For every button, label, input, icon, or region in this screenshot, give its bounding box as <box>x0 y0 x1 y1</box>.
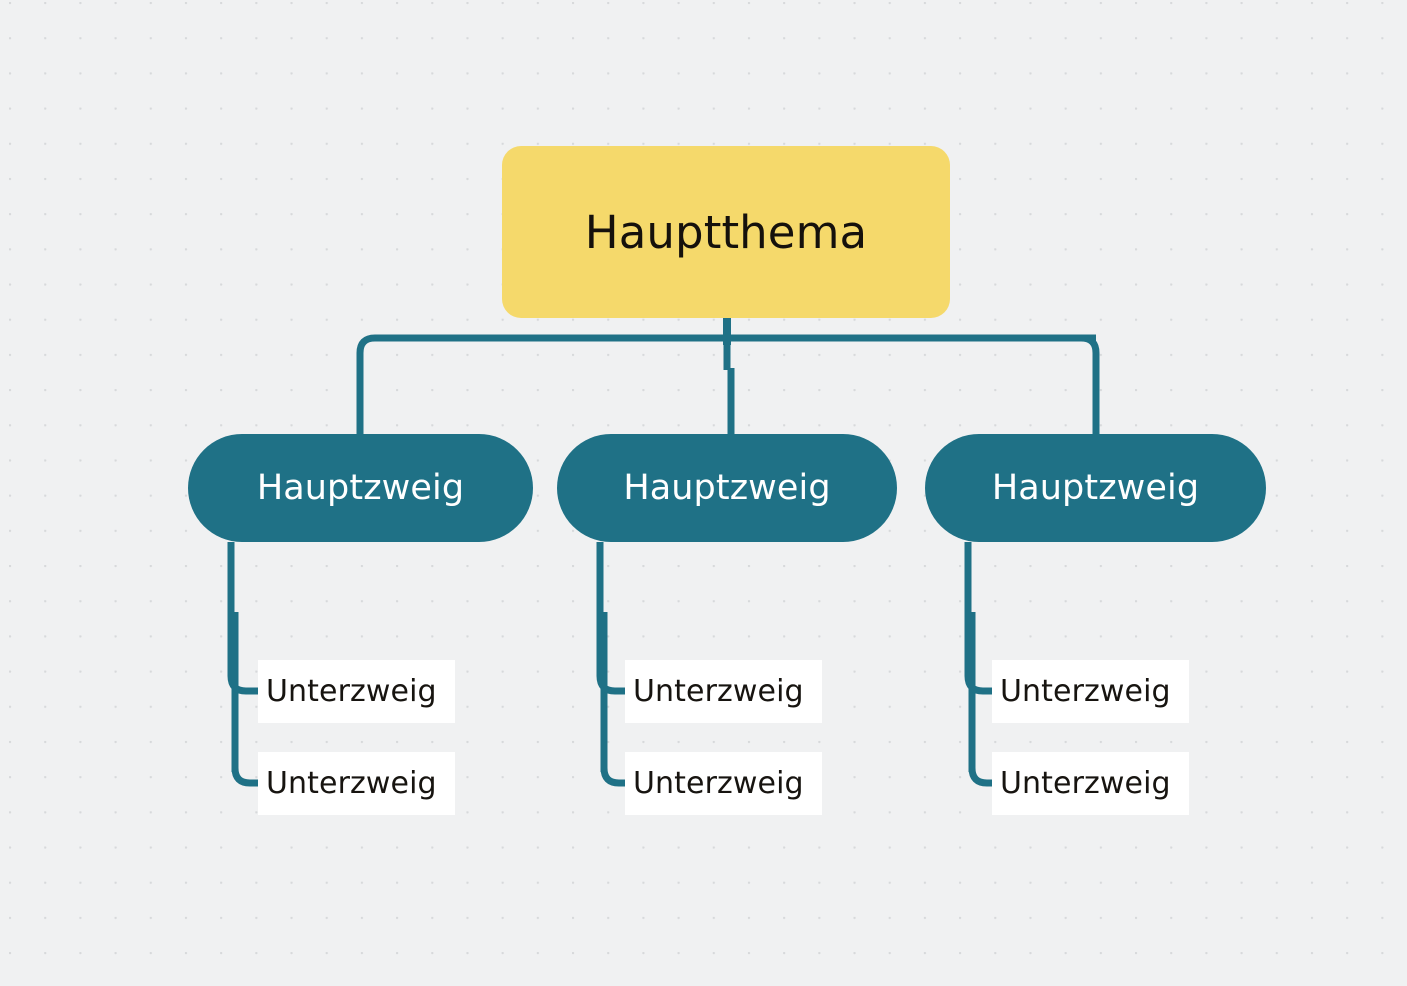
leaf-node-1-1-label: Unterzweig <box>266 674 437 709</box>
branch-node-3-label: Hauptzweig <box>991 468 1200 508</box>
leaf-node-3-2-label: Unterzweig <box>1000 766 1171 801</box>
branch-node-2[interactable]: Hauptzweig <box>557 434 897 542</box>
connector-b1-leaf-1 <box>227 616 258 695</box>
connector-b1-leaf-2 <box>231 700 258 787</box>
leaf-node-1-2-label: Unterzweig <box>266 766 437 801</box>
leaf-node-1-1[interactable]: Unterzweig <box>258 660 455 723</box>
leaf-node-1-2[interactable]: Unterzweig <box>258 752 455 815</box>
leaf-node-2-2-label: Unterzweig <box>633 766 804 801</box>
connector-b2-leaf-2 <box>600 700 625 787</box>
connector-b2-leaf-1 <box>596 616 625 695</box>
leaf-node-3-2[interactable]: Unterzweig <box>992 752 1189 815</box>
branch-node-1[interactable]: Hauptzweig <box>188 434 533 542</box>
branch-node-1-label: Hauptzweig <box>256 468 465 508</box>
leaf-node-2-2[interactable]: Unterzweig <box>625 752 822 815</box>
root-node-label: Hauptthema <box>584 205 868 259</box>
connector-bus-left <box>356 334 1096 434</box>
leaf-node-3-1[interactable]: Unterzweig <box>992 660 1189 723</box>
leaf-node-2-1[interactable]: Unterzweig <box>625 660 822 723</box>
leaf-node-2-1-label: Unterzweig <box>633 674 804 709</box>
root-node[interactable]: Hauptthema <box>502 146 950 318</box>
leaf-node-3-1-label: Unterzweig <box>1000 674 1171 709</box>
connector-b3-leaf-1 <box>964 616 992 695</box>
connector-bus-right <box>727 334 1100 434</box>
connector-b3-leaf-2 <box>968 700 992 787</box>
branch-node-2-label: Hauptzweig <box>623 468 831 508</box>
branch-node-3[interactable]: Hauptzweig <box>925 434 1266 542</box>
